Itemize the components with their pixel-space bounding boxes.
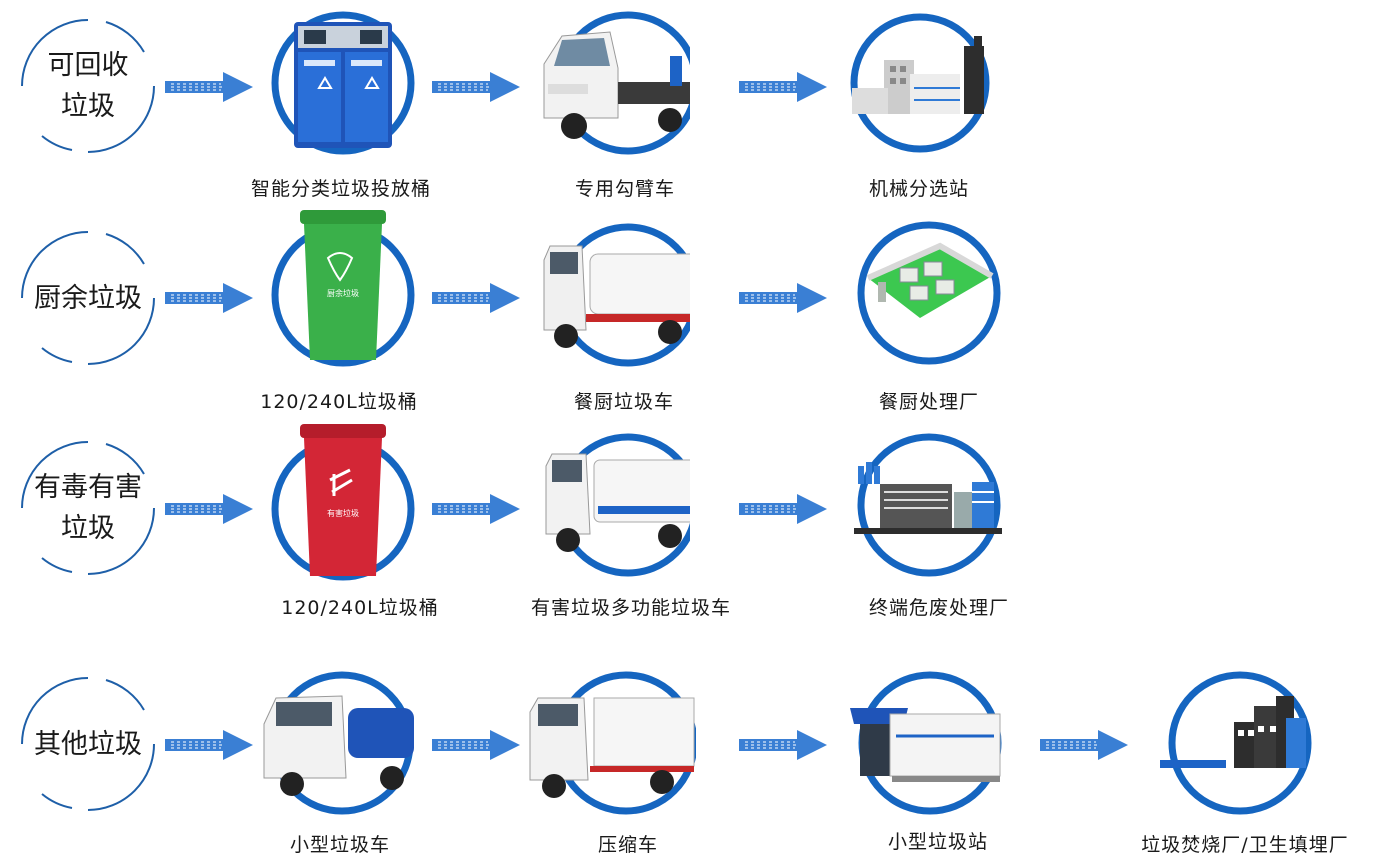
node-kitchen-plant <box>854 218 1004 368</box>
flow-arrow <box>739 72 827 102</box>
node-label: 餐厨处理厂 <box>878 391 980 413</box>
category-line: 可回收 <box>47 50 129 81</box>
node-label: 120/240L垃圾桶 <box>260 391 418 413</box>
category-ring <box>21 441 155 575</box>
node-hazardous-plant <box>854 430 1004 580</box>
node-label: 终端危废处理厂 <box>868 597 1010 619</box>
category-ring <box>21 677 155 811</box>
category-other: 其他垃圾 <box>20 676 156 812</box>
kitchen-plant-icon <box>857 221 1001 365</box>
flow-arrow <box>165 494 253 524</box>
small-garbage-truck-icon <box>263 671 414 815</box>
node-hazardous-truck <box>540 430 690 580</box>
node-smart-sorting-bin <box>268 8 418 158</box>
node-transfer-station <box>848 668 1002 818</box>
incineration-plant-icon <box>1160 671 1312 815</box>
bin-label: 厨余垃圾 <box>327 289 359 298</box>
node-label: 120/240L垃圾桶 <box>281 597 439 619</box>
node-label: 压缩车 <box>597 834 659 856</box>
flow-arrow <box>165 72 253 102</box>
node-incineration-plant <box>1158 668 1312 818</box>
flow-arrow <box>1040 730 1128 760</box>
hazardous-plant-icon <box>854 433 1002 577</box>
node-label: 有害垃圾多功能垃圾车 <box>530 597 732 619</box>
flow-arrow <box>165 730 253 760</box>
category-line: 其他垃圾 <box>34 728 142 760</box>
flow-arrow <box>432 730 520 760</box>
flow-arrow <box>739 494 827 524</box>
node-green-bin: 厨余垃圾 <box>268 210 418 367</box>
flow-arrow <box>432 72 520 102</box>
node-label: 小型垃圾站 <box>887 831 989 853</box>
node-label: 小型垃圾车 <box>289 834 391 856</box>
flow-arrow <box>739 283 827 313</box>
node-label: 餐厨垃圾车 <box>573 391 675 413</box>
compactor-truck-icon <box>529 671 696 815</box>
category-ring <box>21 19 155 153</box>
node-label: 专用勾臂车 <box>574 178 676 200</box>
category-ring <box>21 231 155 365</box>
node-label: 垃圾焚烧厂/卫生填埋厂 <box>1141 834 1349 856</box>
category-line: 垃圾 <box>61 513 115 544</box>
flow-arrow <box>739 730 827 760</box>
node-label: 机械分选站 <box>868 178 970 200</box>
hazardous-truck-icon <box>545 433 690 577</box>
category-line: 厨余垃圾 <box>34 282 142 314</box>
sorting-station-icon <box>850 13 990 153</box>
hook-arm-truck-icon <box>543 11 690 155</box>
node-kitchen-waste-truck <box>540 220 690 370</box>
category-hazardous: 有毒有害 垃圾 <box>20 440 156 576</box>
node-label: 智能分类垃圾投放桶 <box>250 178 432 200</box>
category-recyclable: 可回收 垃圾 <box>20 18 156 154</box>
kitchen-waste-truck-icon <box>543 223 690 367</box>
red-bin-icon <box>271 424 415 581</box>
bin-label: 有害垃圾 <box>327 509 359 518</box>
node-hook-arm-truck <box>540 8 690 158</box>
category-line: 有毒有害 <box>34 472 142 503</box>
category-line: 垃圾 <box>61 91 115 122</box>
transfer-station-icon <box>850 671 1002 815</box>
flow-arrow <box>432 494 520 524</box>
smart-sorting-bin-icon <box>271 11 415 155</box>
node-compactor-truck <box>526 668 696 818</box>
node-red-bin: 有害垃圾 <box>268 424 418 581</box>
green-bin-icon <box>271 210 415 367</box>
flow-arrow <box>432 283 520 313</box>
node-small-garbage-truck <box>262 668 414 818</box>
node-sorting-station <box>848 8 998 158</box>
flow-arrow <box>165 283 253 313</box>
category-kitchen-waste: 厨余垃圾 <box>20 230 156 366</box>
